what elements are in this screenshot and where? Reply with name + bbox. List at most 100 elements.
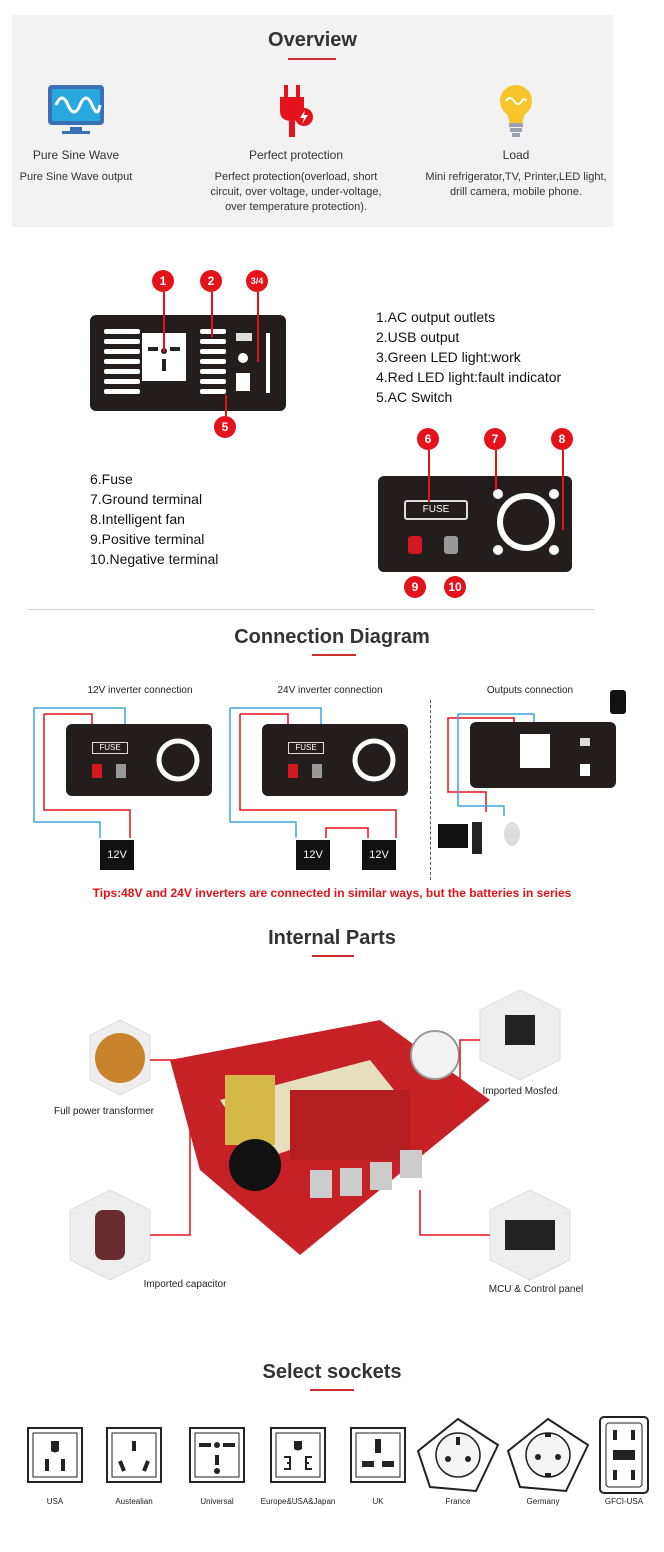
marker-5: 5: [214, 416, 236, 438]
fan-icon: [156, 738, 200, 782]
legend-item: 7.Ground terminal: [90, 491, 203, 507]
dashed-divider: [430, 700, 431, 880]
fuse-small: FUSE: [92, 742, 128, 754]
battery: 12V: [362, 840, 396, 870]
legend-item: 10.Negative terminal: [90, 551, 219, 567]
front-panel-body: [90, 315, 286, 411]
marker-6: 6: [417, 428, 439, 450]
positive-terminal: [92, 764, 102, 778]
marker-2: 2: [200, 270, 222, 292]
connection-title: Connection Diagram: [234, 626, 430, 648]
overview-section: Overview Pure Sine Wave Pure Sine Wave o…: [12, 15, 613, 227]
overview-item-name: Load: [502, 148, 530, 162]
leader-line: [428, 450, 430, 502]
socket-label: USA: [46, 1497, 64, 1506]
leader-line: [562, 450, 564, 530]
internal-title: Internal Parts: [268, 927, 396, 949]
overview-item-desc: Pure Sine Wave output: [19, 171, 133, 183]
socket-label: France: [445, 1497, 471, 1506]
fuse-holder: FUSE: [404, 500, 468, 520]
legend-item: 5.AC Switch: [376, 389, 453, 405]
legend-item: 2.USB output: [376, 329, 460, 345]
overview-item-load: Load Mini refrigerator,TV, Printer,LED l…: [416, 83, 616, 200]
positive-terminal: [288, 764, 298, 778]
socket-france-icon: [416, 1417, 500, 1493]
bulb-icon: [500, 85, 532, 137]
fan-icon: [493, 489, 559, 555]
ac-outlet: [142, 333, 186, 381]
title-underline: [312, 955, 354, 957]
rear-legend: 6.Fuse 7.Ground terminal 8.Intelligent f…: [90, 469, 218, 569]
overview-item-protection: Perfect protection Perfect protection(ov…: [196, 83, 396, 215]
front-legend: 1.AC output outlets 2.USB output 3.Green…: [376, 307, 561, 407]
ac-switch: [580, 764, 590, 776]
overview-item-desc: Mini refrigerator,TV, Printer,LED light,…: [425, 171, 607, 198]
side-slot: [266, 333, 270, 393]
socket-germany-icon: [506, 1417, 590, 1493]
overview-item-name: Perfect protection: [248, 148, 344, 162]
caption-12v: 12V inverter connection: [87, 685, 193, 696]
marker-1: 1: [152, 270, 174, 292]
socket-label: Germany: [526, 1497, 560, 1506]
socket-label: Universal: [200, 1497, 234, 1506]
diagram-outputs: [434, 688, 634, 868]
sockets-title: Select sockets: [262, 1361, 402, 1383]
computer-icon: [438, 824, 468, 848]
fuse-small: FUSE: [288, 742, 324, 754]
vent-right: [200, 329, 226, 394]
usb-port: [580, 738, 590, 746]
socket-label: Austealian: [115, 1497, 153, 1506]
socket-label: GFCI-USA: [604, 1497, 644, 1506]
leader-line: [163, 292, 165, 352]
legend-item: 6.Fuse: [90, 471, 133, 487]
positive-terminal: [408, 536, 422, 554]
plug-icon: [280, 85, 313, 137]
socket-gfci-usa-icon: [599, 1416, 649, 1494]
title-underline: [312, 654, 356, 656]
marker-9: 9: [404, 576, 426, 598]
socket-label: UK: [372, 1497, 384, 1506]
connection-tip: Tips:48V and 24V inverters are connected…: [92, 886, 572, 900]
sine-wave-monitor-icon: [48, 85, 104, 134]
negative-terminal: [312, 764, 322, 778]
diagram-12v: FUSE 12V: [30, 700, 220, 880]
label-capacitor: Imported capacitor: [143, 1279, 227, 1290]
led-light: [238, 353, 248, 363]
socket-usa-icon: [27, 1427, 83, 1483]
legend-item: 1.AC output outlets: [376, 309, 496, 325]
legend-item: 9.Positive terminal: [90, 531, 205, 547]
negative-terminal: [116, 764, 126, 778]
divider: [28, 609, 594, 610]
rear-panel-body: FUSE: [378, 476, 572, 572]
ac-outlet: [520, 734, 550, 768]
leader-line: [211, 292, 213, 337]
marker-7: 7: [484, 428, 506, 450]
leader-line: [257, 292, 259, 362]
battery: 12V: [100, 840, 134, 870]
pcb-illustration: [69, 989, 571, 1281]
phone-icon: [610, 690, 626, 714]
pc-tower-icon: [472, 822, 482, 854]
label-mcu: MCU & Control panel: [488, 1284, 584, 1295]
label-transformer: Full power transformer: [53, 1106, 155, 1117]
rear-panel-figure: FUSE 6 7 8 9 10: [376, 428, 576, 600]
overview-title: Overview: [268, 29, 357, 51]
legend-item: 4.Red LED light:fault indicator: [376, 369, 562, 385]
internal-figure: Full power transformer Imported capacito…: [40, 989, 640, 1310]
battery: 12V: [296, 840, 330, 870]
front-panel-small: [470, 722, 616, 788]
title-underline: [310, 1389, 354, 1391]
marker-3-4: 3/4: [246, 270, 268, 292]
socket-universal-icon: [189, 1427, 245, 1483]
ac-switch: [236, 373, 250, 391]
leader-line: [225, 395, 227, 416]
socket-europe-usa-japan-icon: [270, 1427, 326, 1483]
title-underline: [288, 58, 336, 60]
fan-icon: [352, 738, 396, 782]
overview-item-name: Pure Sine Wave: [32, 148, 120, 162]
legend-item: 8.Intelligent fan: [90, 511, 185, 527]
leader-line: [495, 450, 497, 490]
wiring-outputs: [447, 713, 535, 816]
usb-port: [236, 333, 252, 341]
front-panel-figure: 1 2 3/4 5: [88, 265, 298, 440]
